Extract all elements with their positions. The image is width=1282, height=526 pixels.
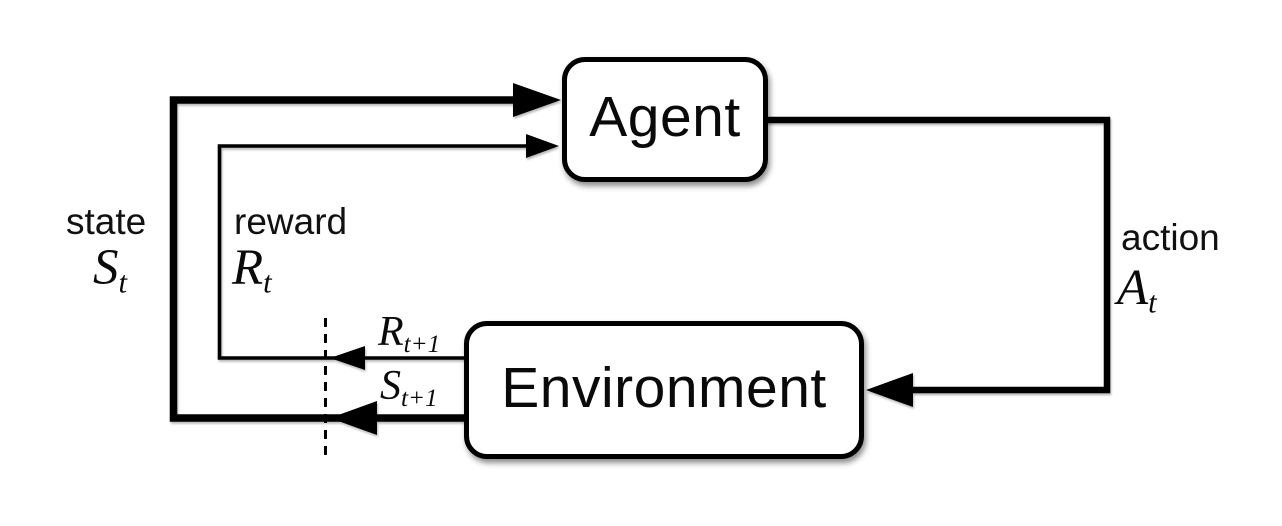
action-arrowhead-into-environment-icon <box>866 373 913 407</box>
state-symbol-base: S <box>93 240 119 296</box>
next-reward-arrowhead-icon <box>330 346 365 370</box>
reward-arrowhead-into-agent-icon <box>526 134 559 158</box>
action-symbol-base: A <box>1117 260 1149 316</box>
environment-box: Environment <box>464 321 864 459</box>
next-state-symbol: St+1 <box>380 363 438 411</box>
next-reward-symbol-subscript: t+1 <box>403 331 441 359</box>
reward-word-label: reward <box>234 201 348 242</box>
next-state-arrowhead-icon <box>330 401 377 435</box>
environment-label: Environment <box>501 355 827 420</box>
action-arrow-line <box>765 116 1111 394</box>
agent-box: Agent <box>562 57 768 182</box>
state-arrow-line <box>169 96 520 422</box>
next-reward-symbol: Rt+1 <box>378 309 440 357</box>
state-word-label: state <box>66 201 147 242</box>
action-symbol-subscript: t <box>1148 285 1157 320</box>
next-state-symbol-base: S <box>380 363 401 409</box>
action-symbol: At <box>1117 260 1157 318</box>
next-state-symbol-subscript: t+1 <box>401 385 438 413</box>
reward-symbol-base: R <box>232 240 264 296</box>
state-symbol: St <box>93 240 127 298</box>
state-arrowhead-into-agent-icon <box>513 83 561 117</box>
reward-symbol: Rt <box>232 240 272 298</box>
action-word-label: action <box>1121 217 1220 258</box>
state-symbol-subscript: t <box>118 265 128 300</box>
next-reward-symbol-base: R <box>378 309 404 355</box>
reward-symbol-subscript: t <box>263 265 272 300</box>
agent-label: Agent <box>589 85 741 149</box>
